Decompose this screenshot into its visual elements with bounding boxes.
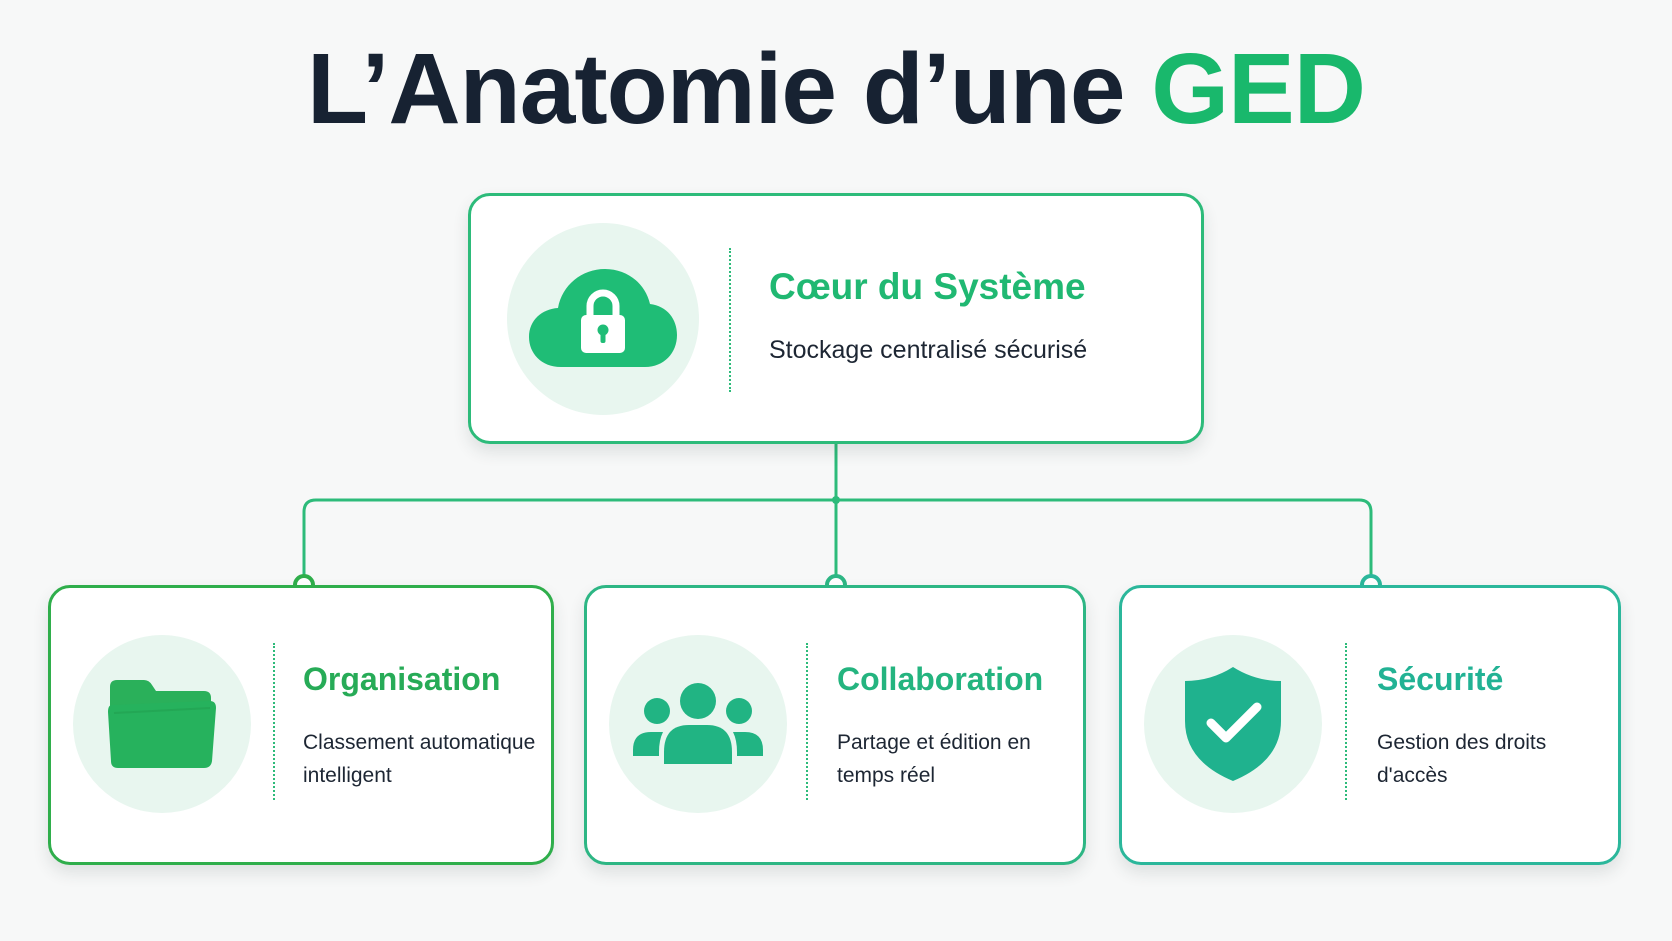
cloud-lock-icon <box>529 269 677 367</box>
core-divider <box>729 248 731 392</box>
pillar-icon-circle <box>1144 635 1322 813</box>
title-main: L’Anatomie d’une <box>307 33 1152 145</box>
folder-icon <box>108 680 216 768</box>
pillar-card-organisation: Organisation Classement automatique inte… <box>48 585 554 865</box>
users-icon <box>633 683 763 764</box>
pillar-divider <box>1345 643 1347 800</box>
pillar-icon-circle <box>609 635 787 813</box>
shield-check-icon <box>1185 667 1281 781</box>
pillar-description-line: d'accès <box>1377 764 1448 787</box>
pillar-description-line: Classement automatique <box>303 731 536 754</box>
pillar-description-line: temps réel <box>837 764 936 787</box>
pillar-description-line: Gestion des droits <box>1377 731 1547 754</box>
pillar-card-securite: Sécurité Gestion des droits d'accès <box>1119 585 1621 865</box>
pillar-divider <box>273 643 275 800</box>
core-title: Cœur du Système <box>769 266 1086 307</box>
core-icon-circle <box>507 223 699 415</box>
connector-right <box>836 498 1373 585</box>
pillar-title: Organisation <box>303 661 501 697</box>
pillar-description: Gestion des droits d'accès <box>1377 726 1546 792</box>
core-card: Cœur du Système Stockage centralisé sécu… <box>468 193 1204 444</box>
pillar-description: Partage et édition en temps réel <box>837 726 1031 792</box>
pillar-description: Classement automatique intelligent <box>303 726 535 792</box>
connector-left <box>302 498 836 585</box>
core-description: Stockage centralisé sécurisé <box>769 336 1088 364</box>
title-accent: GED <box>1151 33 1366 145</box>
junction-dot <box>832 496 840 504</box>
pillar-icon-circle <box>73 635 251 813</box>
pillar-card-collaboration: Collaboration Partage et édition en temp… <box>584 585 1086 865</box>
pillar-title: Collaboration <box>837 661 1044 697</box>
pillar-divider <box>806 643 808 800</box>
pillar-title: Sécurité <box>1377 661 1504 697</box>
pillar-description-line: Partage et édition en <box>837 731 1031 754</box>
pillar-description-line: intelligent <box>303 764 392 787</box>
page-title: L’Anatomie d’une GED <box>0 34 1672 144</box>
